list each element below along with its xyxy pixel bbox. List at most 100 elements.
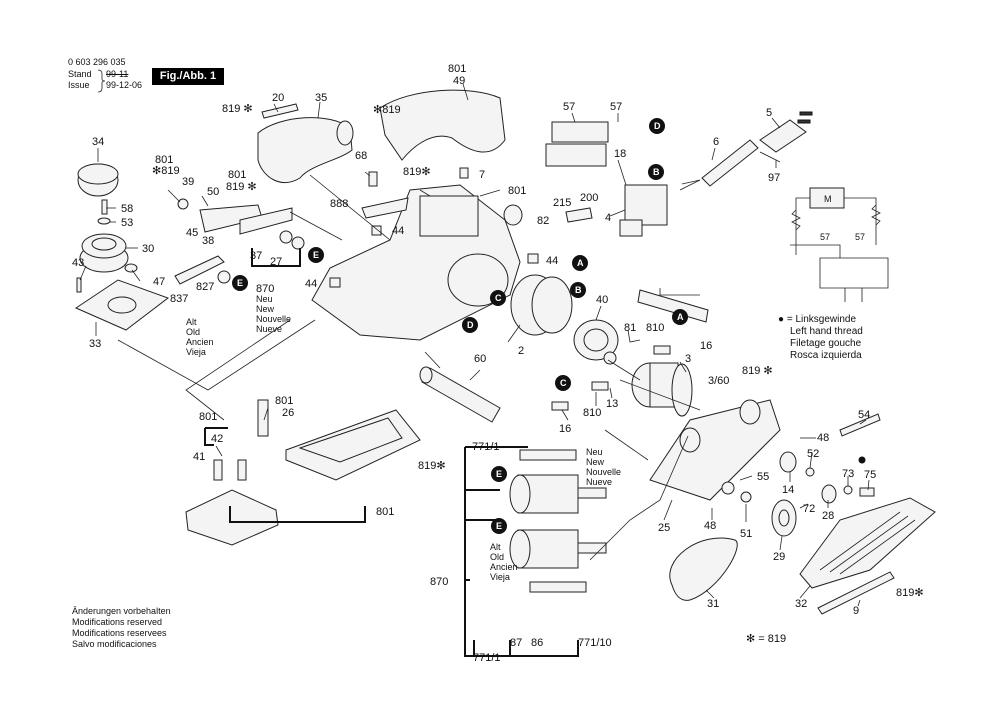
rear-shoe-part [185,459,279,546]
belt-cover-part [799,497,936,589]
footer-note-line: Salvo modificaciones [72,639,157,649]
capacitor-part [565,207,593,223]
nut-part [177,198,189,210]
svg-text:A: A [677,312,684,322]
svg-text:Ancien: Ancien [490,562,518,572]
label-53: 53 [121,217,133,229]
label-801: 801 [448,63,466,75]
blade-771-part [519,449,577,461]
label-44: 44 [546,255,558,267]
svg-text:E: E [313,250,319,260]
label-45: 45 [186,227,198,239]
label-771-10: 771/10 [578,637,612,649]
label-75: 75 [864,469,876,481]
marker-E-drum-old: E [491,518,507,534]
marker-E-left: E [232,275,248,291]
svg-text:Vieja: Vieja [490,572,510,582]
new-old-top: Neu New Nouvelle Nueve Alt Old Ancien Vi… [186,294,291,357]
deflector-plate-part [261,103,299,119]
issue-label: Issue [68,80,90,90]
svg-text:Nouvelle: Nouvelle [586,467,621,477]
svg-text:E: E [496,469,502,479]
label-819: 819✻ [896,587,924,599]
label-60: 60 [474,353,486,365]
gear-housing-part [649,399,781,501]
label-837: 837 [170,293,188,305]
insulation-part [361,197,409,219]
clip-part [459,167,469,179]
marker-C-lower: C [555,375,571,391]
svg-text:E: E [496,521,502,531]
label-31: 31 [707,598,719,610]
sleeve-part [368,171,378,187]
stand-label: Stand [68,69,92,79]
svg-text:Alt: Alt [186,317,197,327]
base-shoe-part [285,409,421,481]
drive-belt-part [669,537,738,601]
footer-note: Änderungen vorbehalten Modifications res… [72,606,171,650]
svg-text:New: New [586,457,605,467]
pulley-28-part [821,484,837,504]
label-819: ✻819 [152,165,180,177]
label-801: 801 [199,411,217,423]
schematic-label-57: 57 [820,232,830,242]
marker-D-top: D [649,118,665,134]
part-number: 0 603 296 035 [68,57,126,67]
label-39: 39 [182,176,194,188]
depth-adjust-part [79,233,129,273]
label-30: 30 [142,243,154,255]
star-legend: ✻ = 819 [746,633,787,645]
leader-lines [79,83,870,607]
brackets [204,248,579,657]
marker-A-right: A [672,309,688,325]
label-819: 819 ✻ [742,365,773,377]
washer-82-part [503,204,523,226]
label-25: 25 [658,522,670,534]
footer-note-line: Änderungen vorbehalten [72,606,171,616]
marker-E-drum-new: E [491,466,507,482]
thread-note-line: Rosca izquierda [790,350,862,361]
pin-75-part [859,487,875,497]
marker-A-center: A [572,255,588,271]
label-870: 870 [430,576,448,588]
drum-old-part [509,529,607,569]
footer-note-line: Modifications reserved [72,617,163,627]
svg-text:Neu: Neu [256,294,273,304]
label-81: 81 [624,322,636,334]
label-14: 14 [782,484,794,496]
label-16: 16 [700,340,712,352]
label-35: 35 [315,92,327,104]
label-810: 810 [583,407,601,419]
svg-text:Old: Old [490,552,504,562]
svg-text:Old: Old [186,327,200,337]
label-870: 870 [256,283,274,295]
label-3: 3 [685,353,691,365]
bearing-13-part [603,351,617,365]
new-old-drum: Neu New Nouvelle Nueve Alt Old Ancien Vi… [490,447,621,582]
chip-deflector-part [257,117,354,183]
nut-44-part [371,225,382,236]
handle-cover-part [379,89,506,161]
label-819: ✻819 [373,104,401,116]
svg-text:D: D [467,320,474,330]
label-888: 888 [330,198,348,210]
armature-part [619,362,701,417]
label-7: 7 [479,169,485,181]
scale-ring [107,296,137,314]
label-51: 51 [740,528,752,540]
header-brace [97,69,106,93]
label-819: 819 ✻ [222,103,253,115]
svg-text:A: A [577,258,584,268]
svg-text:B: B [575,285,582,295]
label-44: 44 [392,225,404,237]
thread-note-line: Left hand thread [790,326,863,337]
carbon-brush-part [551,401,569,411]
label-771-1: 771/1 [472,441,500,453]
assembly-lines [117,174,689,561]
label-801: 801 [376,506,394,518]
marker-C-left: C [490,290,506,306]
label-810: 810 [646,322,664,334]
label-819: 819 ✻ [226,181,257,193]
washer-part [97,217,111,225]
label-50: 50 [207,186,219,198]
